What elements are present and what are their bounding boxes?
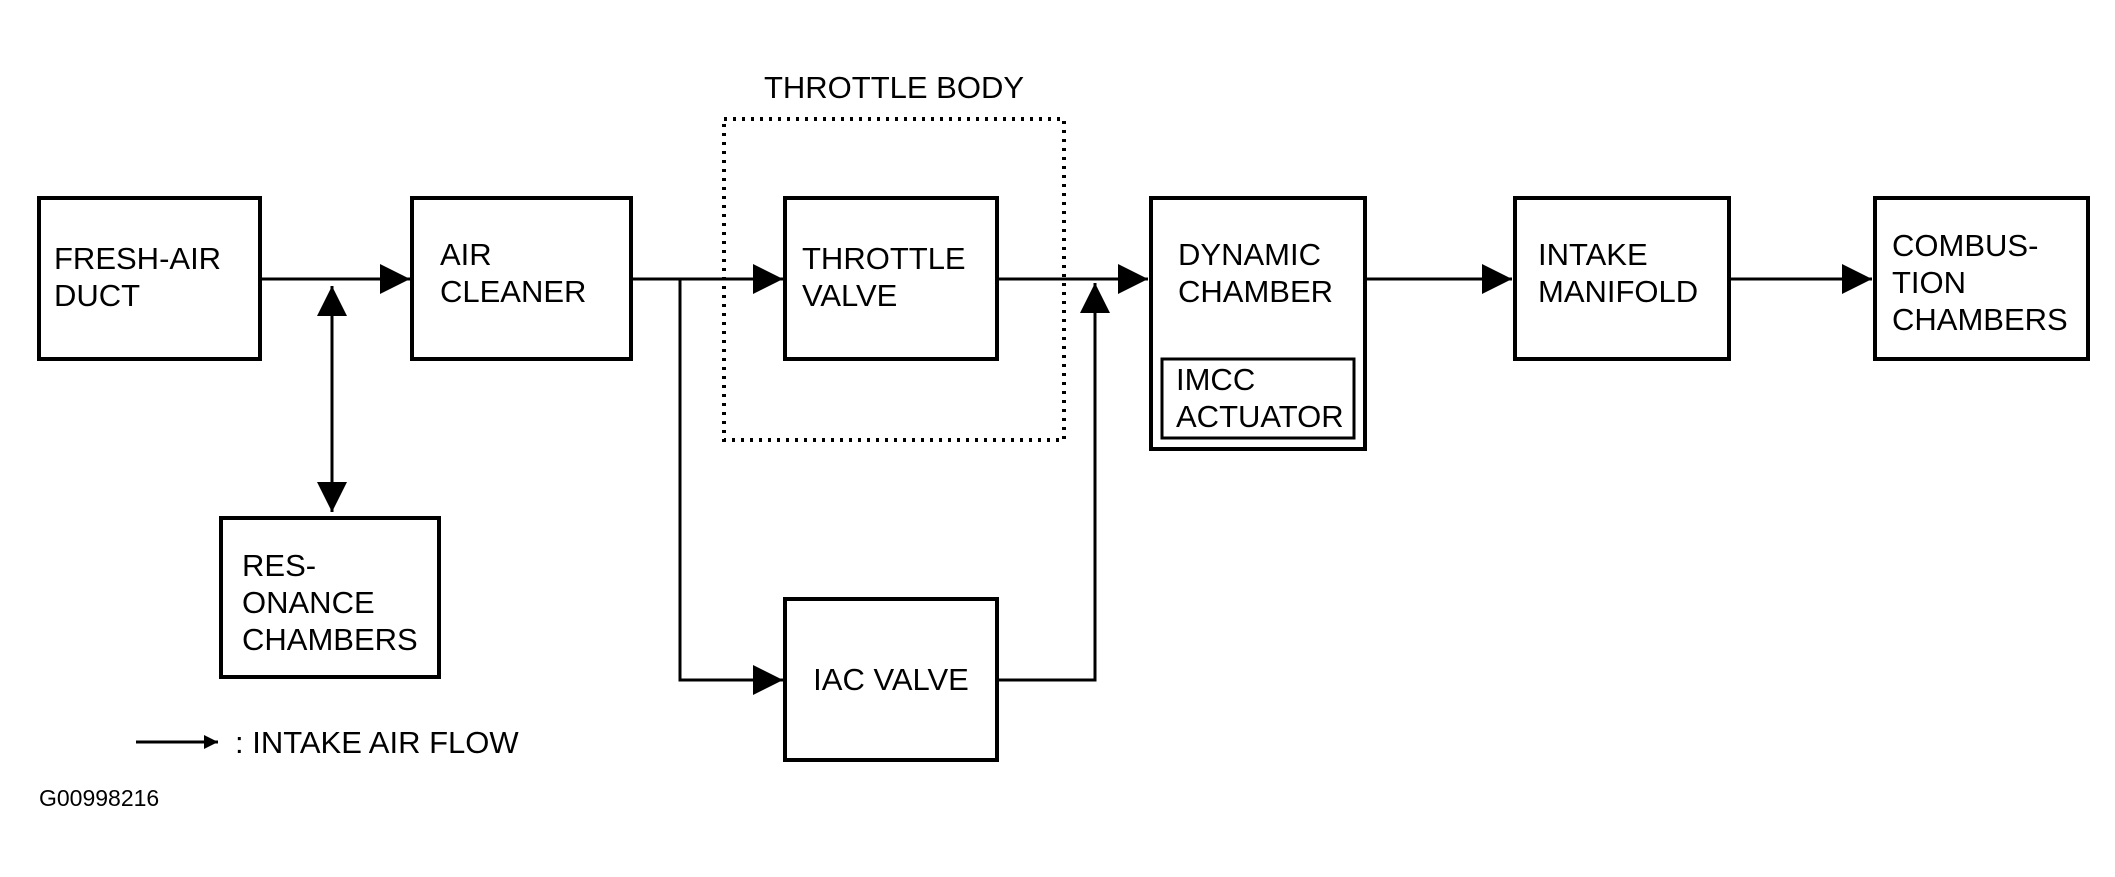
block-label-line: VALVE (802, 278, 897, 313)
block-dynamic-chamber: DYNAMIC CHAMBER IMCC ACTUATOR (1149, 196, 1367, 451)
block-label-line: RES- (242, 548, 316, 583)
block-label-line: INTAKE (1538, 237, 1648, 272)
block-label-line: CHAMBERS (242, 622, 418, 657)
block-label-line: DUCT (54, 278, 140, 313)
block-label-line: TION (1892, 265, 1966, 300)
block-label-line: CHAMBER (1178, 274, 1333, 309)
block-label-line: AIR (440, 237, 492, 272)
block-label-line: CLEANER (440, 274, 586, 309)
block-label-line: THROTTLE (802, 241, 966, 276)
block-combustion-chambers: COMBUS- TION CHAMBERS (1873, 196, 2090, 361)
block-label-line: IAC VALVE (813, 662, 969, 697)
block-label-line: MANIFOLD (1538, 274, 1698, 309)
block-imcc-actuator: IMCC ACTUATOR (1160, 357, 1356, 440)
throttle-body-title: THROTTLE BODY (764, 70, 1024, 105)
block-label-line: ONANCE (242, 585, 375, 620)
block-label-line: ACTUATOR (1176, 399, 1344, 434)
block-label-line: CHAMBERS (1892, 302, 2068, 337)
legend: : INTAKE AIR FLOW (136, 725, 519, 760)
block-resonance-chambers: RES- ONANCE CHAMBERS (219, 516, 441, 679)
block-iac-valve: IAC VALVE (783, 597, 999, 762)
arrow-iac-valve-to-dynamic-chamber (998, 283, 1110, 682)
legend-label: : INTAKE AIR FLOW (235, 725, 519, 760)
block-label-line: COMBUS- (1892, 228, 2038, 263)
block-label-line: DYNAMIC (1178, 237, 1321, 272)
block-intake-manifold: INTAKE MANIFOLD (1513, 196, 1731, 361)
block-fresh-air-duct: FRESH-AIR DUCT (37, 196, 262, 361)
block-throttle-valve: THROTTLE VALVE (783, 196, 999, 361)
figure-id: G00998216 (39, 785, 159, 811)
block-label-line: FRESH-AIR (54, 241, 221, 276)
block-air-cleaner: AIR CLEANER (410, 196, 633, 361)
block-label-line: IMCC (1176, 362, 1255, 397)
flow-connectors (261, 264, 1872, 695)
arrow-air-cleaner-to-iac-valve (678, 279, 783, 695)
